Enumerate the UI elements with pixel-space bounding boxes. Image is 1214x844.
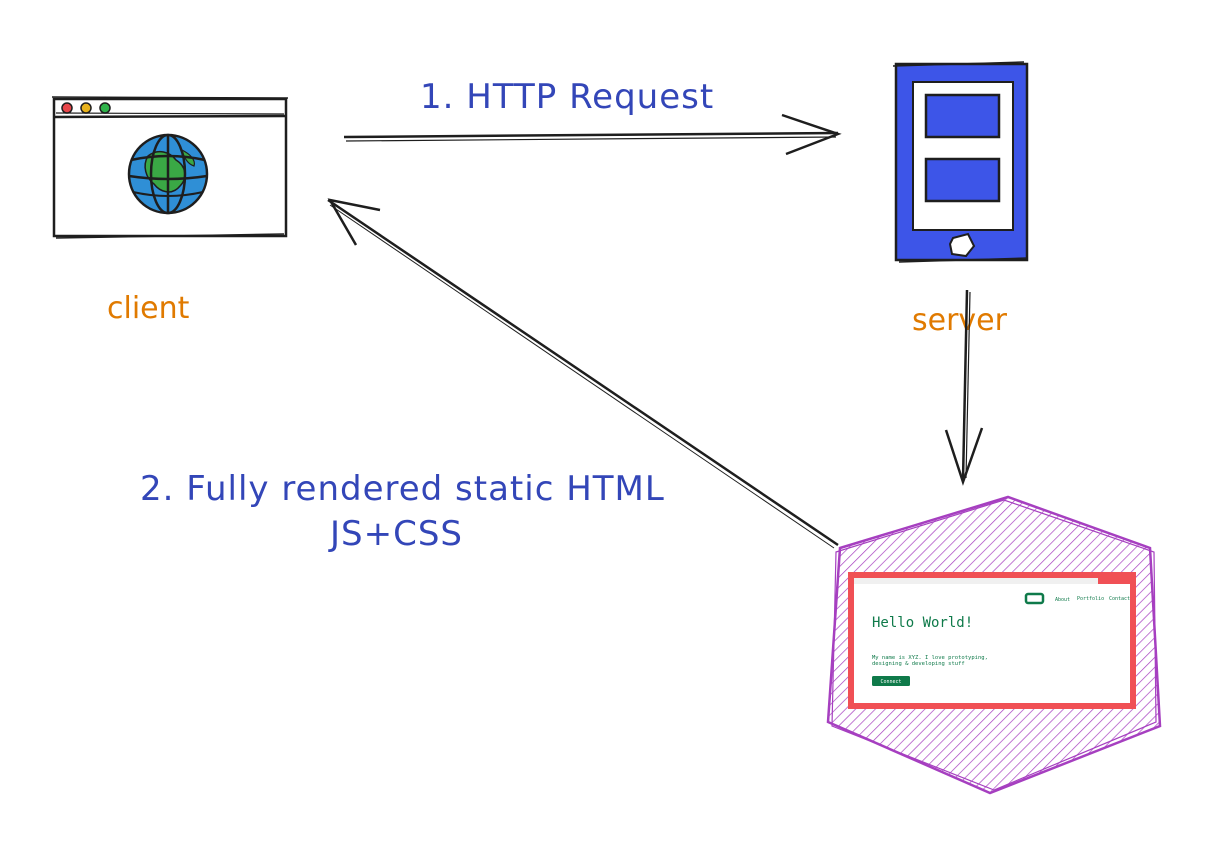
response-arrow [327, 198, 839, 549]
page-nav-portfolio[interactable]: Portfolio [1077, 596, 1104, 602]
page-body-line1: My name is XYZ. I love prototyping, [872, 655, 988, 661]
page-nav-about[interactable]: About [1055, 597, 1070, 603]
page-nav-contact[interactable]: Contact [1109, 596, 1130, 602]
browser-window-icon [51, 96, 289, 239]
page-logo-icon [1024, 592, 1045, 605]
page-body-line2: designing & developing stuff [872, 661, 965, 667]
globe-icon [127, 133, 209, 215]
page-connect-button-label[interactable]: Connect [880, 679, 901, 685]
request-arrow [343, 113, 842, 156]
server-label: server [912, 303, 1008, 338]
render-arrow [944, 289, 984, 486]
rendered-page: About Portfolio Contact Hello World! My … [848, 572, 1136, 709]
page-connect-button[interactable] [872, 676, 910, 686]
response-label-line1: 2. Fully rendered static HTML [140, 469, 665, 509]
request-label: 1. HTTP Request [420, 77, 714, 117]
server-device-icon [892, 61, 1029, 263]
client-label: client [107, 291, 190, 326]
page-heading: Hello World! [872, 615, 973, 631]
web-page-hexagon: About Portfolio Contact Hello World! My … [826, 495, 1162, 795]
response-label-line2: JS+CSS [328, 514, 463, 554]
